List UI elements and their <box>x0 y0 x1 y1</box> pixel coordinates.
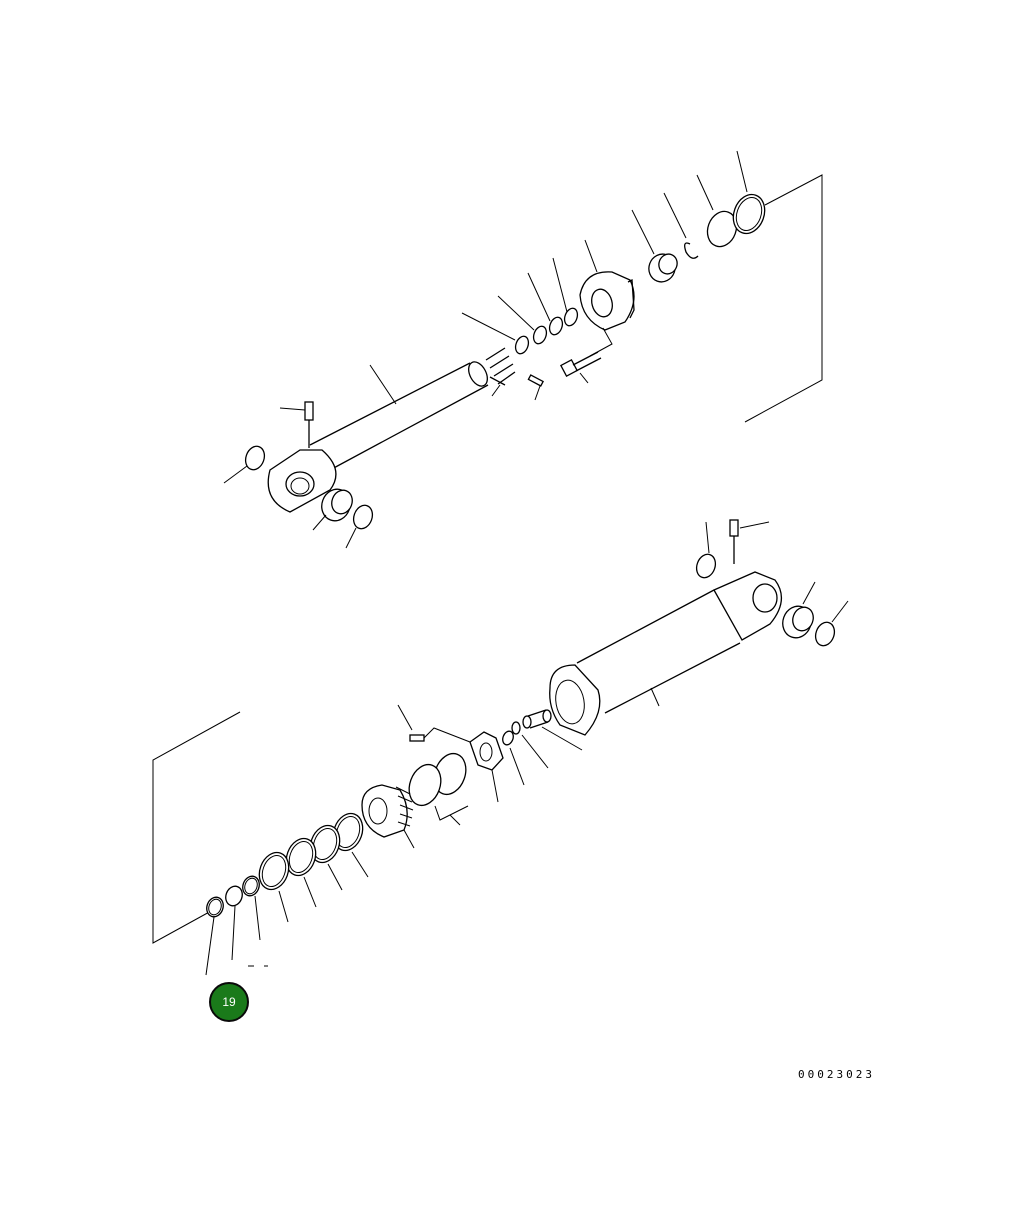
callout-19-badge[interactable]: 19 <box>209 982 249 1022</box>
seal-ring <box>695 553 717 579</box>
piston-rod <box>309 347 516 471</box>
callout-label: 19 <box>222 995 236 1009</box>
bolt-upper <box>560 351 602 377</box>
lower-tube-assembly <box>152 519 849 976</box>
small-ring <box>225 885 243 907</box>
setscrew <box>397 704 471 743</box>
spacer <box>522 709 552 729</box>
bushing-head <box>648 253 678 283</box>
snap-ring <box>684 242 699 259</box>
grease-fitting-lower <box>729 519 770 564</box>
piston-nut <box>469 731 504 771</box>
ring <box>532 325 548 345</box>
piston <box>361 784 414 838</box>
pin <box>527 374 544 387</box>
bracket-line-lower <box>152 711 241 944</box>
cylinder-tube <box>549 571 782 736</box>
bushing-upper <box>321 488 353 522</box>
seal-ring <box>814 621 836 647</box>
small-ring <box>511 721 521 735</box>
ring <box>514 335 530 355</box>
bushing-lower <box>782 605 814 639</box>
upper-rod-assembly <box>223 150 823 549</box>
cylinder-head <box>579 271 635 331</box>
backup-ring <box>706 210 738 248</box>
ring <box>548 316 564 336</box>
ring <box>563 307 579 327</box>
wear-ring <box>408 763 442 807</box>
small-ring <box>242 875 260 897</box>
grease-fitting-upper <box>279 401 314 448</box>
pin <box>489 376 506 386</box>
snap-ring <box>502 730 514 746</box>
small-ring <box>206 896 224 918</box>
rod-eye <box>267 449 337 513</box>
seal-ring <box>352 504 374 530</box>
seal-ring <box>244 445 266 471</box>
bracket-line-upper <box>744 174 823 423</box>
drawing-number: 00023023 <box>798 1068 875 1081</box>
